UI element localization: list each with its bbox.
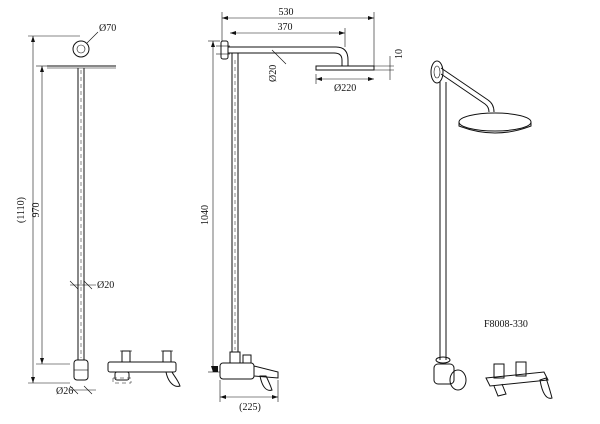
label-h1110: (1110)	[16, 197, 27, 223]
label-h1040: 1040	[200, 205, 211, 225]
label-t10: 10	[394, 49, 405, 59]
label-w530: 530	[279, 7, 294, 18]
label-h970: 970	[31, 203, 42, 218]
side-wall-flange	[220, 40, 229, 60]
label-d26: Ø26	[56, 386, 73, 397]
label-d70: Ø70	[99, 23, 116, 34]
label-d20-front: Ø20	[97, 280, 114, 291]
perspective-view: F8008-330	[430, 60, 553, 399]
model-number: F8008-330	[484, 319, 528, 330]
front-mixer-valve	[107, 350, 181, 387]
perspective-shower-head	[458, 112, 532, 132]
front-view: Ø70 (1110) 970 Ø20 Ø26	[16, 23, 116, 397]
perspective-shower-arm	[440, 67, 495, 113]
label-d20-side: Ø20	[268, 65, 279, 82]
side-view: 530 370 10 Ø20 Ø220 1040 (225)	[200, 7, 405, 413]
side-shower-arm	[228, 46, 349, 66]
side-shower-head	[315, 65, 375, 71]
label-w370: 370	[278, 22, 293, 33]
front-wall-flange	[72, 40, 90, 58]
side-mixer-body	[219, 362, 255, 380]
label-w225: (225)	[239, 402, 261, 413]
label-d220: Ø220	[334, 83, 356, 94]
